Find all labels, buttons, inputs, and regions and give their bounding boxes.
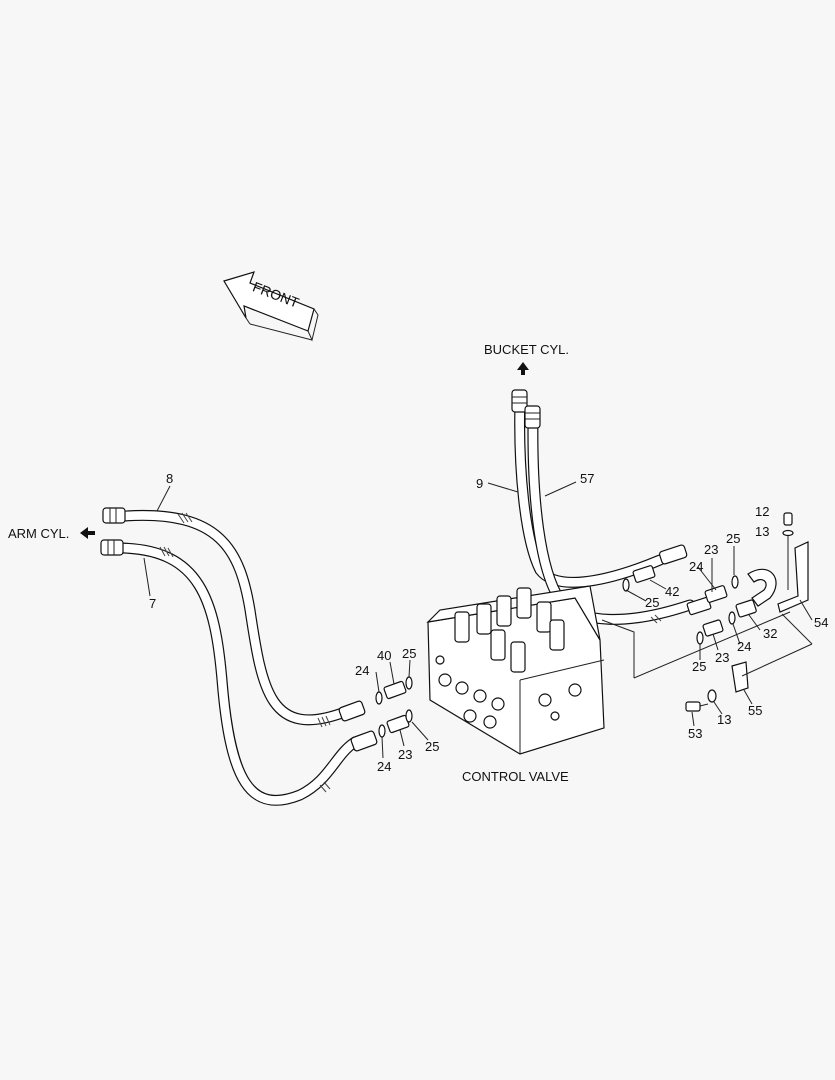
callout-25-top: 25 [726, 531, 740, 546]
callout-32: 32 [763, 626, 777, 641]
callout-25-left-lower: 25 [425, 739, 439, 754]
arm-cyl-destination: ARM CYL. [8, 526, 95, 541]
callout-24-right: 24 [737, 639, 751, 654]
callout-57: 57 [580, 471, 594, 486]
callout-13-top: 13 [755, 524, 769, 539]
callout-25-right: 25 [692, 659, 706, 674]
callout-labels: 8 7 9 57 12 13 23 25 24 42 25 54 32 24 2… [149, 471, 828, 774]
callout-13-bottom: 13 [717, 712, 731, 727]
callout-24-left-lower: 24 [377, 759, 391, 774]
callout-23-top: 23 [704, 542, 718, 557]
callout-9: 9 [476, 476, 483, 491]
callout-23-right: 23 [715, 650, 729, 665]
callout-24-top: 24 [689, 559, 703, 574]
callout-12: 12 [755, 504, 769, 519]
control-valve-body [426, 585, 605, 755]
up-arrow-icon [517, 362, 529, 375]
control-valve-label: CONTROL VALVE [462, 769, 569, 784]
callout-25-left-upper: 25 [402, 646, 416, 661]
callout-7: 7 [149, 596, 156, 611]
arm-hose-end-fittings [100, 507, 126, 556]
valve-spools [454, 587, 565, 673]
callout-55: 55 [748, 703, 762, 718]
assembly-lines [601, 611, 813, 679]
callout-24-left-upper: 24 [355, 663, 369, 678]
callout-25-mid: 25 [645, 595, 659, 610]
bucket-hose-top-fittings [511, 389, 541, 429]
callout-23-left-lower: 23 [398, 747, 412, 762]
callout-53: 53 [688, 726, 702, 741]
bracket-54 [777, 512, 809, 613]
callout-40: 40 [377, 648, 391, 663]
hose-7 [116, 542, 361, 806]
left-arrow-icon [80, 527, 95, 539]
hose-8 [119, 509, 351, 728]
valve-ports [435, 655, 582, 729]
bracket-55 [685, 661, 749, 712]
callout-8: 8 [166, 471, 173, 486]
bucket-fittings [622, 544, 777, 645]
arm-cyl-label: ARM CYL. [8, 526, 69, 541]
arm-valve-fittings [338, 676, 413, 752]
callout-54: 54 [814, 615, 828, 630]
front-arrow: FRONT [223, 271, 319, 342]
bucket-cyl-destination: BUCKET CYL. [484, 342, 569, 375]
leader-lines [143, 481, 813, 759]
bucket-cyl-label: BUCKET CYL. [484, 342, 569, 357]
callout-42: 42 [665, 584, 679, 599]
